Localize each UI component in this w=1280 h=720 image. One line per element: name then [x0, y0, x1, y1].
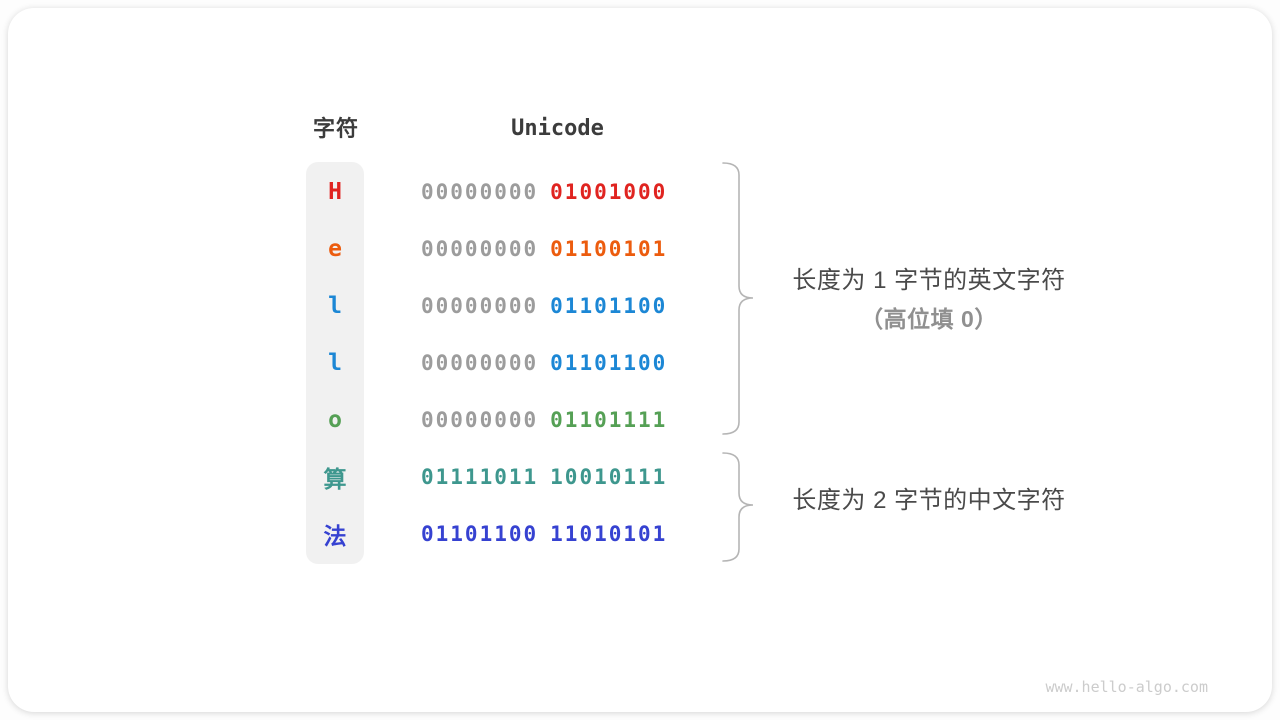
character-cell: o — [328, 406, 342, 433]
unicode-column-header: Unicode — [511, 116, 604, 141]
unicode-low-byte: 10010111 — [550, 464, 668, 489]
table-row: 算 01111011 10010111 — [306, 448, 667, 505]
char-column-background — [306, 162, 364, 564]
english-group-note: 长度为 1 字节的英文字符 （高位填 0） — [759, 266, 1099, 334]
english-group-note-line2: （高位填 0） — [860, 306, 998, 332]
unicode-low-byte: 01001000 — [550, 179, 668, 204]
brace-english-group — [722, 162, 754, 435]
character-cell: 算 — [323, 466, 347, 493]
char-column-header: 字符 — [312, 116, 359, 141]
table-row: l 00000000 01101100 — [306, 334, 667, 391]
character-cell: 法 — [323, 523, 347, 550]
character-cell: e — [328, 235, 342, 262]
unicode-high-byte: 01111011 — [421, 464, 539, 489]
table-row: H 00000000 01001000 — [306, 163, 667, 220]
unicode-high-byte: 00000000 — [421, 179, 539, 204]
unicode-low-byte: 11010101 — [550, 521, 668, 546]
unicode-low-byte: 01100101 — [550, 236, 668, 261]
unicode-high-byte: 00000000 — [421, 407, 539, 432]
table-row: e 00000000 01100101 — [306, 220, 667, 277]
unicode-low-byte: 01101100 — [550, 293, 668, 318]
chinese-group-note: 长度为 2 字节的中文字符 — [792, 487, 1066, 514]
unicode-low-byte: 01101100 — [550, 350, 668, 375]
character-cell: l — [328, 349, 342, 376]
figure-card — [8, 8, 1272, 712]
unicode-high-byte: 00000000 — [421, 350, 539, 375]
english-group-note-line1: 长度为 1 字节的英文字符 — [792, 267, 1066, 294]
unicode-high-byte: 00000000 — [421, 236, 539, 261]
table-row: o 00000000 01101111 — [306, 391, 667, 448]
brace-chinese-group — [722, 452, 754, 562]
character-cell: H — [328, 178, 342, 205]
unicode-high-byte: 01101100 — [421, 521, 539, 546]
character-cell: l — [328, 292, 342, 319]
table-row: 法 01101100 11010101 — [306, 505, 667, 562]
encoding-table: H 00000000 01001000 e 00000000 01100101 … — [306, 157, 667, 562]
watermark-text: www.hello-algo.com — [1045, 678, 1208, 696]
unicode-low-byte: 01101111 — [550, 407, 668, 432]
unicode-high-byte: 00000000 — [421, 293, 539, 318]
table-row: l 00000000 01101100 — [306, 277, 667, 334]
